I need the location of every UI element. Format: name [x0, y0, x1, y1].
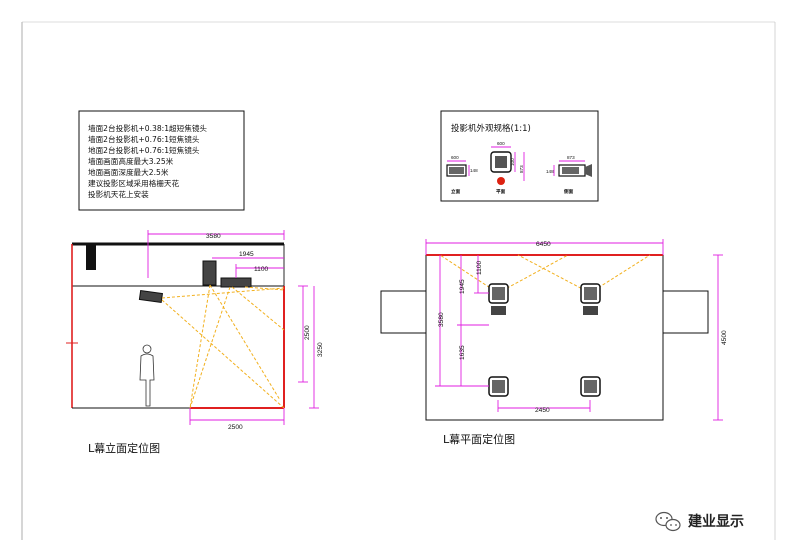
dimension-label: 100: [510, 158, 515, 166]
wechat-icon: [655, 511, 681, 532]
projector-face: [584, 287, 597, 300]
projector-side-view: 600 148 立面: [446, 155, 478, 195]
projector-icon: [491, 306, 506, 315]
dimension-label: 2500: [304, 325, 311, 340]
projector-front-view: 600 100 873 平面: [490, 141, 525, 195]
side-room-left: [380, 290, 427, 334]
projection-beam: [209, 284, 281, 401]
dimension-label: 873: [519, 165, 524, 173]
dimension-label: 1945: [239, 251, 254, 258]
dimension-label: 3580: [206, 233, 221, 240]
dimension-label: 4500: [721, 330, 728, 345]
spec-box: 投影机外观规格(1:1) 600 148 立面 600 100 873 平面: [440, 110, 599, 202]
note-line: 墙面画面高度最大3.25米: [88, 156, 174, 166]
dimension-label: 873: [567, 155, 575, 160]
projector-lens-icon: [497, 177, 505, 185]
note-line: 地面画面深度最大2.5米: [88, 167, 169, 177]
projector-face: [584, 380, 597, 393]
person-icon: [139, 344, 155, 407]
note-line: 墙面2台投影机+0.76:1短焦镜头: [88, 134, 200, 144]
projector-icon: [138, 289, 164, 304]
note-line: 地面2台投影机+0.76:1短焦镜头: [88, 145, 200, 155]
watermark-text: 建业显示: [688, 513, 744, 530]
projection-beam: [189, 286, 231, 409]
projector-icon: [202, 260, 217, 286]
projector-lens-area: [562, 167, 579, 174]
note-line: 建议投影区域采用格栅天花: [88, 178, 180, 188]
view-label: 平面: [496, 188, 506, 195]
dimension-label: 2500: [228, 424, 243, 431]
notes-box: 墙面2台投影机+0.38:1超短焦镜头 墙面2台投影机+0.76:1短焦镜头 地…: [78, 110, 245, 211]
projection-beam: [497, 254, 569, 294]
dimension-label: 600: [451, 155, 459, 160]
side-room-right: [662, 290, 709, 334]
notes-border: [78, 110, 245, 211]
plan-caption: L幕平面定位图: [443, 432, 515, 446]
watermark: 建业显示: [655, 511, 744, 532]
dimension-label: 1945: [459, 279, 466, 294]
projector-face: [492, 380, 505, 393]
dimension-label: 1635: [459, 345, 466, 360]
projector-lens-icon: [585, 164, 592, 177]
beam-block: [86, 244, 96, 270]
view-label: 立面: [451, 188, 461, 195]
projector-lens-area: [449, 167, 464, 174]
note-line: 墙面2台投影机+0.38:1超短焦镜头: [88, 123, 207, 133]
projection-beam: [244, 286, 285, 291]
dimension-label: 1100: [254, 266, 269, 273]
projector-face: [492, 287, 505, 300]
projector-top-view: 873 148 侧面: [546, 155, 592, 195]
projection-beam: [517, 254, 591, 294]
elevation-drawing: 3580 1945 1100 2500 3250 2500 L幕立面定位图: [66, 230, 324, 455]
projector-icon: [220, 277, 252, 288]
elevation-caption: L幕立面定位图: [88, 441, 160, 455]
projection-beam: [161, 299, 285, 409]
dimension-label: 1100: [476, 260, 483, 275]
dimension-label: 3250: [317, 342, 324, 357]
note-line: 投影机天花上安装: [88, 189, 149, 199]
projection-beam: [161, 287, 285, 299]
projector-icon: [583, 306, 598, 315]
dimension-label: 3580: [438, 312, 445, 327]
dimension-label: 148: [546, 169, 554, 174]
room-outline: [425, 254, 664, 421]
dimension-label: 600: [497, 141, 505, 146]
dimension-label: 6450: [536, 241, 551, 248]
dimension-label: 148: [470, 168, 478, 173]
projector-face: [495, 156, 507, 168]
view-label: 侧面: [563, 188, 574, 195]
projection-beam: [231, 286, 285, 331]
projection-beam: [189, 284, 211, 409]
spec-title: 投影机外观规格(1:1): [451, 123, 531, 134]
spec-border: [440, 110, 599, 202]
plan-drawing: 6450 4500 3580 1945 1100 1635 2450 L幕平面定…: [380, 239, 728, 446]
dimension-label: 2450: [535, 407, 550, 414]
